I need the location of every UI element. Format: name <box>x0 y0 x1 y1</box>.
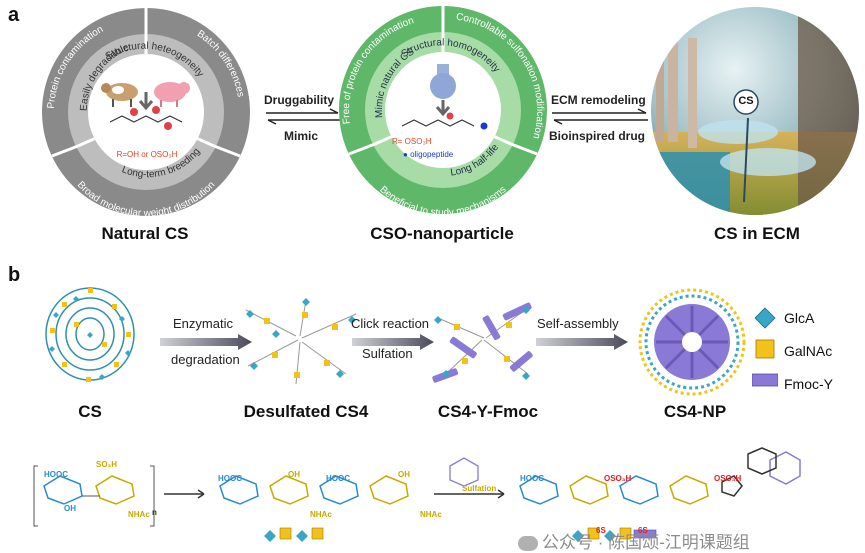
arrow1-bottom-label: Mimic <box>284 129 319 143</box>
equilibrium-arrow-2 <box>552 108 648 125</box>
glyph-row-2 <box>572 527 657 542</box>
natural-cs-caption: Natural CS <box>101 224 189 243</box>
cs-bubble <box>733 89 759 115</box>
cs-cluster <box>45 287 135 382</box>
step3-label: Self-assembly <box>537 316 619 331</box>
arrow1-top-label: Druggability <box>264 93 335 107</box>
chem-6s-1: 6S <box>596 526 606 535</box>
legend-shapes <box>752 307 778 387</box>
step2-label-1: Click reaction <box>351 316 430 331</box>
chem-6s-2: 6S <box>638 526 648 535</box>
down-arrow-icon <box>138 92 154 111</box>
chem-sulfation: Sulfation <box>462 484 497 493</box>
chem-oh-3: OH <box>398 470 410 479</box>
cs-caption: CS <box>78 402 102 421</box>
cs4-y-fmoc <box>432 302 533 383</box>
wechat-icon <box>518 536 538 552</box>
chem-hooc-3: HOOC <box>326 474 350 483</box>
cs4-y-fmoc-caption: CS4-Y-Fmoc <box>437 402 539 421</box>
cs-in-ecm-caption: CS in ECM <box>714 224 800 243</box>
panel-b-letter: b <box>8 264 21 286</box>
nano-oligo: ● oligopeptide <box>403 150 454 159</box>
legend-fmoc-y: Fmoc-Y <box>784 376 833 392</box>
cso-nanoparticle-caption: CSO-nanoparticle <box>370 224 514 243</box>
arrow2-bottom-label: Bioinspired drug <box>549 129 645 143</box>
ecm-cs-label: CS <box>738 95 754 107</box>
step1-label-2: degradation <box>171 352 240 367</box>
panel-a-letter: a <box>8 4 20 26</box>
chem-hooc-4: HOOC <box>520 474 544 483</box>
chem-oso3h-1: OSO₃H <box>604 474 632 483</box>
legend-glca: GlcA <box>784 310 815 326</box>
step1-label-1: Enzymatic <box>173 316 233 331</box>
natural-formula-r: R=OH or OSO₃H <box>116 150 178 159</box>
down-arrow-icon <box>435 100 451 117</box>
step2-arrow <box>352 334 434 350</box>
step2-label-2: Sulfation <box>362 346 413 361</box>
ecm-sphere <box>651 7 859 215</box>
cs4-np-caption: CS4-NP <box>663 402 727 421</box>
cso-nanoparticle-ring: Free of protein contamination Controllab… <box>339 6 547 218</box>
cow-icon <box>101 83 138 107</box>
chem-hooc-1: HOOC <box>44 470 68 479</box>
chem-oh-2: OH <box>288 470 300 479</box>
step3-arrow <box>536 334 628 350</box>
nano-formula-r: R= OSO₃H <box>392 137 432 146</box>
natural-cs-ring: Protein contamination Batch differences … <box>42 8 250 218</box>
desulfated-fragments <box>245 298 357 385</box>
flask-icon <box>430 64 456 99</box>
glyph-row-1 <box>264 527 324 542</box>
equilibrium-arrow-1 <box>266 108 340 125</box>
chem-nhac-3: NHAc <box>420 510 442 519</box>
legend-galnac: GalNAc <box>784 343 833 359</box>
step1-arrow <box>160 334 252 350</box>
desulfated-cs4-caption: Desulfated CS4 <box>243 402 369 421</box>
chem-oh-1: OH <box>64 504 76 513</box>
chem-nhac-1: NHAc <box>128 510 150 519</box>
chemical-structures <box>33 447 801 542</box>
chem-oso3h-2: OSO₃H <box>714 474 742 483</box>
chem-hooc-2: HOOC <box>218 474 242 483</box>
arrow2-top-label: ECM remodeling <box>551 93 646 107</box>
pig-icon <box>154 82 190 107</box>
cs4-np <box>638 288 746 396</box>
chem-so3h-1: SO₃H <box>96 460 118 469</box>
watermark: 公众号 · 陈国颂-江明课题组 <box>518 528 750 553</box>
chem-nhac-2: NHAc <box>310 510 332 519</box>
chem-n: n <box>152 508 157 517</box>
